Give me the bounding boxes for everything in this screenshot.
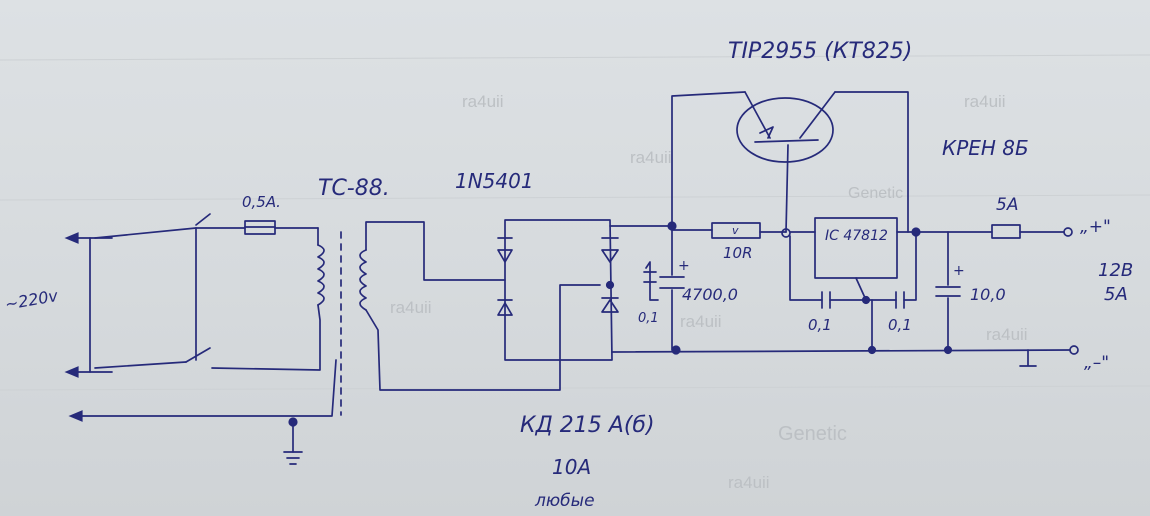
main-capacitor: + 4700,0 0,1 (609, 221, 738, 355)
transformer: ТС-88. (211, 176, 601, 416)
watermark-group: ra4uii ra4uii ra4uii ra4uii ra4uii ra4ui… (390, 92, 1028, 492)
ic-label: IC 47812 (825, 228, 888, 244)
resistor-mark: v (732, 224, 739, 237)
regulator-ic: IC 47812 КРЕН 8Б (789, 136, 1029, 305)
output-current-label: 5А (1104, 284, 1128, 305)
earth-line (68, 359, 337, 465)
small-cap-label: 0,1 (638, 311, 659, 326)
bridge-notes: КД 215 А(б) 10А любые (520, 413, 655, 511)
watermark: ra4uii (986, 325, 1028, 344)
watermark: ra4uii (462, 92, 504, 111)
diode-part-label: 1N5401 (455, 169, 534, 193)
output-stage: 5А „+" 12В 5А (947, 195, 1133, 305)
watermark: Genetic (848, 185, 903, 202)
watermark: ra4uii (390, 298, 432, 317)
transformer-label: ТС-88. (318, 176, 390, 201)
watermark: ra4uii (964, 92, 1006, 111)
mains-switch (94, 213, 211, 369)
watermark: ra4uii (630, 148, 672, 167)
input-fuse-label: 0,5А. (242, 193, 281, 211)
bridge-alt-label: КД 215 А(б) (520, 413, 655, 438)
paper-lines (0, 54, 1150, 391)
watermark: Genetic (778, 423, 847, 445)
watermark: ra4uii (728, 473, 770, 492)
ground-bus: „–" (611, 345, 1109, 373)
mains-input: ~220v (3, 232, 113, 378)
output-cap-label: 10,0 (970, 285, 1006, 304)
bypass-capacitors: 0,1 0,1 (789, 235, 917, 355)
main-cap-label: 4700,0 (682, 285, 738, 304)
bridge-note-label: любые (534, 491, 595, 511)
polarity-plus: + (678, 258, 690, 274)
input-fuse: 0,5А. (195, 193, 319, 235)
transistor-label: TIP2955 (КТ825) (728, 39, 912, 64)
regulator-label: КРЕН 8Б (942, 136, 1029, 160)
output-voltage-label: 12В (1098, 260, 1133, 281)
minus-terminal-label: „–" (1084, 353, 1109, 373)
output-fuse-label: 5А (996, 195, 1018, 215)
output-capacitor: + 10,0 (919, 231, 1006, 355)
diode-bridge: 1N5401 (455, 169, 619, 361)
mains-voltage-label: ~220v (3, 286, 59, 314)
output-cap-polarity: + (953, 263, 965, 279)
base-resistor: 10R v (671, 222, 791, 262)
watermark: ra4uii (680, 312, 722, 331)
resistor-label: 10R (723, 244, 753, 262)
bypass-cap-label-left: 0,1 (808, 316, 832, 334)
bypass-cap-label-right: 0,1 (888, 316, 912, 334)
bridge-current-label: 10А (552, 455, 591, 479)
plus-terminal-label: „+" (1080, 217, 1111, 237)
pass-transistor: TIP2955 (КТ825) (671, 39, 912, 233)
